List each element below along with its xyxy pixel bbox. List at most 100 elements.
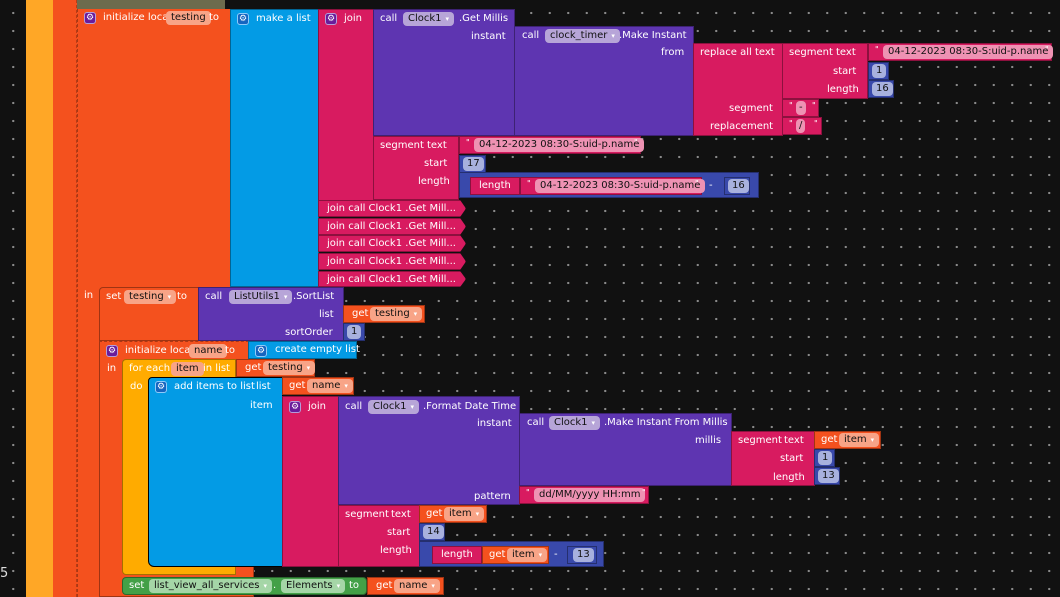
var-dropdown[interactable]: testing▾ [370,307,423,321]
mutator-gear-icon[interactable]: ⚙ [289,401,301,413]
text-value-field[interactable]: 04-12-2023 08:30-S:uid-p.name [474,138,645,152]
listutils-sortlist-block[interactable]: call ListUtils1▾ .SortList list sortOrde… [198,287,344,341]
text-value-field[interactable]: / [796,119,806,133]
number-block[interactable]: 14 [419,523,445,541]
var-dropdown[interactable]: name▾ [307,379,353,393]
collapsed-join-block[interactable]: join call Clock1 .Get Mill... [318,253,466,270]
number-field[interactable]: 1 [818,451,833,465]
segment-block[interactable]: segment text start length [373,136,459,200]
number-block[interactable]: 13 [814,467,840,485]
subtraction-block[interactable]: length " 04-12-2023 08:30-S:uid-p.name "… [459,172,759,198]
segment-block[interactable]: segment text start length [731,431,815,486]
var-name-field[interactable]: testing [166,11,211,25]
component-dropdown[interactable]: ListUtils1▾ [229,290,293,304]
text-value-field[interactable]: - [796,101,806,115]
segment-block[interactable]: segment text start length [338,505,420,567]
number-block[interactable]: 1 [814,449,835,467]
text-value-field[interactable]: 04-12-2023 08:30-S:uid-p.name [883,45,1054,59]
collapsed-block-edge[interactable] [77,0,225,9]
component-dropdown[interactable]: list_view_all_services▾ [149,579,272,593]
subtraction-block[interactable]: length get item▾ - 13 [419,541,604,567]
segment-label: segment [738,435,782,446]
var-dropdown[interactable]: item▾ [839,433,880,447]
get-testing-block[interactable]: get testing▾ [343,305,425,323]
block-label: join [344,13,363,24]
text-string-block[interactable]: " / " [782,117,822,135]
set-listview-elements-block[interactable]: set list_view_all_services▾ . Elements▾ … [122,577,367,595]
mutator-gear-icon[interactable]: ⚙ [84,12,96,24]
property-dropdown[interactable]: Elements▾ [281,579,346,593]
mutator-gear-icon[interactable]: ⚙ [106,345,118,357]
var-dropdown[interactable]: testing▾ [124,290,177,304]
var-dropdown[interactable]: name▾ [394,579,440,593]
length-label: length [773,472,805,483]
get-item-block[interactable]: get item▾ [419,505,487,523]
number-block[interactable]: 13 [567,546,597,564]
var-name-field[interactable]: name [189,344,228,358]
number-block[interactable]: 1 [868,62,889,80]
text-value-field[interactable]: 04-12-2023 08:30-S:uid-p.name [535,179,706,193]
get-name-block[interactable]: get name▾ [367,577,444,595]
number-field[interactable]: 13 [573,548,594,562]
set-testing-block[interactable]: set testing▾ to [99,287,199,341]
clock1-format-date-time-block[interactable]: call Clock1▾ .Format Date Time instant p… [338,396,520,505]
clock1-make-instant-from-millis-block[interactable]: call Clock1▾ .Make Instant From Millis m… [519,413,732,486]
collapsed-join-block[interactable]: join call Clock1 .Get Mill... [318,218,466,235]
var-dropdown[interactable]: testing▾ [263,361,316,375]
number-field[interactable]: 16 [728,179,749,193]
collapsed-join-block[interactable]: join call Clock1 .Get Mill... [318,271,466,287]
number-block[interactable]: 1 [343,323,365,341]
segment-block[interactable]: segment text start length [782,43,868,99]
mutator-gear-icon[interactable]: ⚙ [255,345,267,357]
clock1-get-millis-block[interactable]: call Clock1▾ .Get Millis instant [373,9,515,136]
text-string-block[interactable]: " 04-12-2023 08:30-S:uid-p.name " [520,177,706,195]
number-field[interactable]: 14 [423,525,444,539]
number-block[interactable]: 17 [459,155,486,173]
collapsed-join-block[interactable]: join call Clock1 .Get Mill... [318,200,466,217]
get-item-block[interactable]: get item▾ [482,546,549,564]
get-label: get [352,308,369,319]
get-name-block[interactable]: get name▾ [282,377,354,395]
mutator-gear-icon[interactable]: ⚙ [237,13,249,25]
text-string-block[interactable]: " dd/MM/yyyy HH:mm " [519,486,649,504]
collapsed-join-block[interactable]: join call Clock1 .Get Mill... [318,235,466,252]
number-field[interactable]: 16 [872,82,893,96]
sort-order-label: sortOrder [285,327,333,338]
number-field[interactable]: 1 [347,325,362,339]
method-label: .Format Date Time [423,401,517,412]
var-dropdown[interactable]: item▾ [507,548,548,562]
make-a-list-block[interactable]: ⚙ make a list [230,9,319,287]
mutator-gear-icon[interactable]: ⚙ [155,381,167,393]
component-dropdown[interactable]: Clock1▾ [368,400,420,414]
component-dropdown[interactable]: Clock1▾ [403,12,455,26]
length-block[interactable]: length [470,177,520,195]
join-block[interactable]: ⚙ join [318,9,374,201]
set-label: set [129,580,145,591]
component-dropdown[interactable]: Clock1▾ [549,416,601,430]
get-testing-block[interactable]: get testing▾ [236,359,316,377]
outer-local-var-block[interactable] [53,0,77,597]
create-empty-list-block[interactable]: ⚙ create empty list [248,341,360,359]
instant-label: instant [471,31,506,42]
component-dropdown[interactable]: clock_timer▾ [545,29,620,43]
number-block[interactable]: 16 [868,80,894,98]
text-value-field[interactable]: dd/MM/yyyy HH:mm [534,488,646,502]
text-string-block[interactable]: " 04-12-2023 08:30-S:uid-p.name " [459,136,645,154]
clock-timer-make-instant-block[interactable]: call clock_timer▾ .Make Instant from [514,26,694,136]
number-field[interactable]: 13 [818,469,839,483]
procedure-block-body[interactable] [26,0,54,597]
text-string-block[interactable]: " 04-12-2023 08:30-S:uid-p.name " [868,43,1054,61]
length-block[interactable]: length [432,546,482,564]
mutator-gear-icon[interactable]: ⚙ [325,13,337,25]
get-item-block[interactable]: get item▾ [814,431,881,449]
number-field[interactable]: 1 [872,64,887,78]
replace-all-text-block[interactable]: replace all text segment replacement [693,43,783,136]
number-block[interactable]: 16 [724,177,750,195]
join-block[interactable]: ⚙ join [282,396,339,567]
add-items-to-list-block[interactable]: ⚙ add items to list list item [148,377,283,567]
var-dropdown[interactable]: item▾ [444,507,485,521]
text-string-block[interactable]: " - " [782,99,819,117]
loop-var-field[interactable]: item [171,362,204,376]
number-field[interactable]: 17 [463,157,484,171]
get-label: get [426,508,443,519]
